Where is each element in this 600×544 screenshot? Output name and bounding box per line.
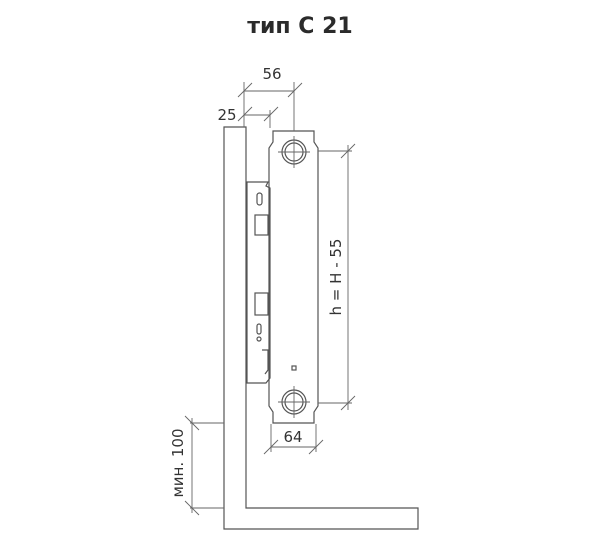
bracket-cutout [254, 292, 269, 316]
dimension-64-label: 64 [283, 428, 302, 446]
wall-hatched [223, 126, 419, 530]
dimension-25 [237, 106, 279, 128]
bracket-slot [256, 192, 263, 206]
vent-square [291, 365, 297, 371]
diagram-title: тип С 21 [247, 14, 353, 39]
mounting-bracket [246, 181, 271, 384]
dimension-56-label: 56 [262, 65, 281, 83]
bracket-slot [256, 323, 262, 335]
dimension-min-100 [184, 415, 224, 516]
pipe-connection-top [278, 136, 310, 168]
radiator-panel [268, 130, 319, 424]
dimension-min-100-label: мин. 100 [169, 428, 187, 497]
dimension-height [318, 143, 356, 411]
bracket-hook [262, 349, 269, 375]
dimension-56 [237, 82, 303, 131]
bracket-cutout [254, 214, 269, 236]
dimension-height-label: h = H - 55 [327, 239, 345, 316]
dimension-64 [263, 424, 324, 455]
pipe-connection-bottom [278, 386, 310, 418]
dimension-25-label: 25 [217, 106, 236, 124]
bracket-hole [256, 336, 262, 342]
